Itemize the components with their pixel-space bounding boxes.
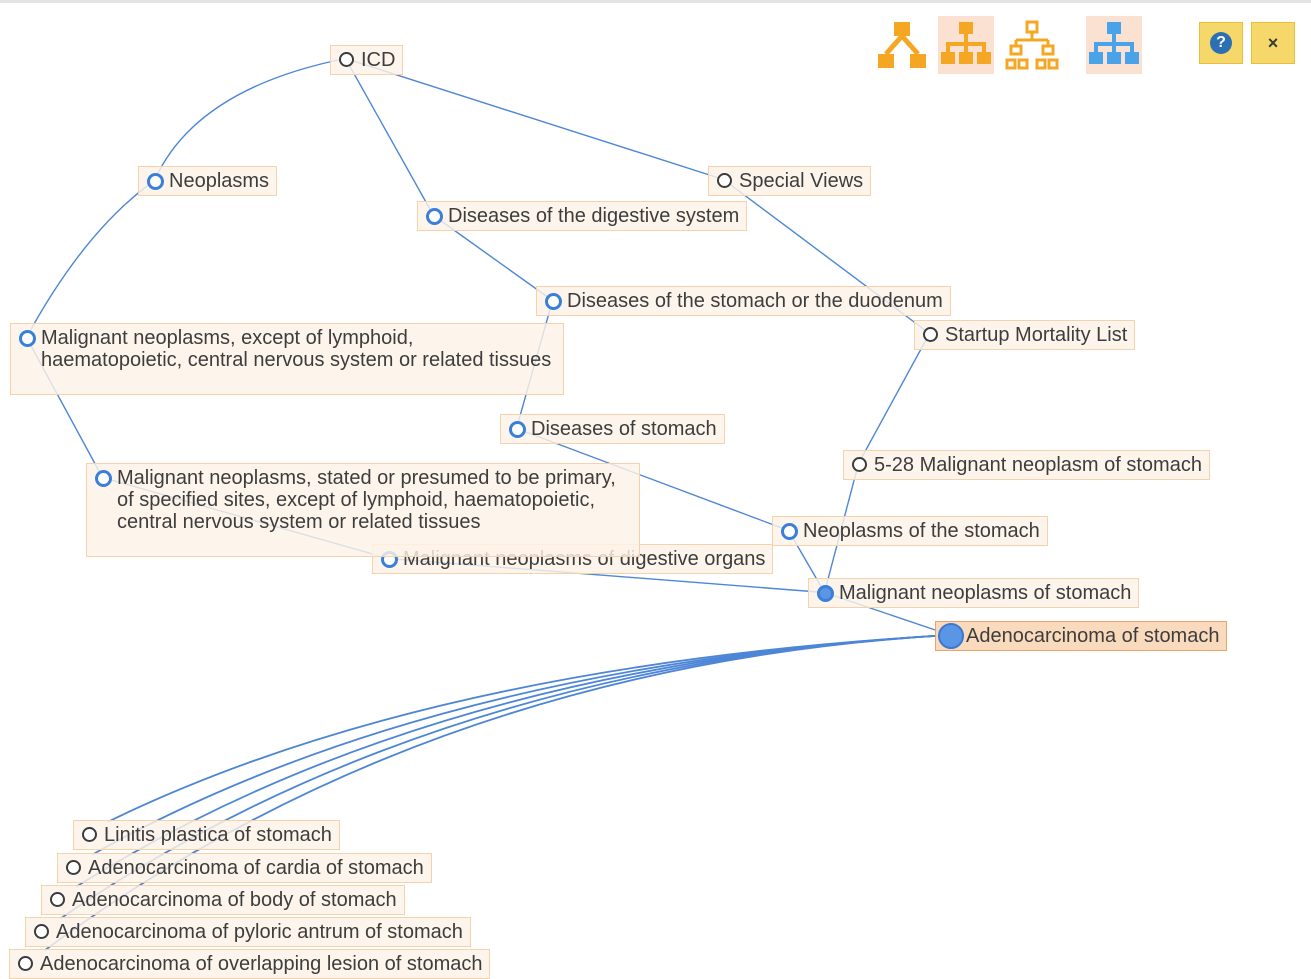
node-marker-icon (34, 924, 49, 939)
node-marker-icon (19, 330, 36, 347)
node-diseases-digestive-system[interactable]: Diseases of the digestive system (417, 201, 748, 231)
node-marker-icon (95, 470, 112, 487)
node-label: Adenocarcinoma of cardia of stomach (88, 857, 424, 879)
node-special-views[interactable]: Special Views (708, 166, 872, 196)
node-marker-icon (426, 208, 443, 225)
edge-diseases_of_stomach-neoplasms_of_stomach (516, 427, 789, 532)
edge-adenocarcinoma_stomach-linitis_plastica (108, 634, 951, 823)
node-malignant-specified-sites[interactable]: Malignant neoplasms, stated or presumed … (86, 463, 640, 557)
tree-layout-icon (878, 22, 926, 68)
radial-layout-icon (1089, 22, 1139, 64)
node-marker-icon (66, 860, 81, 875)
node-neoplasms-of-the-stomach[interactable]: Neoplasms of the stomach (772, 516, 1048, 546)
node-diseases-of-stomach[interactable]: Diseases of stomach (500, 414, 725, 444)
node-label: Adenocarcinoma of stomach (966, 625, 1220, 647)
node-adenocarcinoma-of-stomach[interactable]: Adenocarcinoma of stomach (935, 621, 1228, 651)
node-marker-icon (817, 585, 834, 602)
node-label: Malignant neoplasms, stated or presumed … (117, 467, 616, 533)
node-startup-mortality-list[interactable]: Startup Mortality List (914, 320, 1136, 350)
node-marker-icon (923, 327, 938, 342)
node-adenocarcinoma-pyloric-antrum[interactable]: Adenocarcinoma of pyloric antrum of stom… (25, 917, 471, 947)
help-button[interactable]: ? (1199, 22, 1243, 64)
node-linitis-plastica[interactable]: Linitis plastica of stomach (73, 820, 340, 850)
node-label: Diseases of stomach (531, 418, 717, 440)
hierarchy-layout-button[interactable] (1004, 16, 1060, 74)
node-icd[interactable]: ICD (330, 45, 404, 75)
node-label: Diseases of the digestive system (448, 205, 740, 227)
node-adenocarcinoma-overlapping-lesion[interactable]: Adenocarcinoma of overlapping lesion of … (9, 949, 491, 979)
node-marker-icon (82, 827, 97, 842)
selected-node-marker-icon (938, 623, 964, 649)
node-neoplasms[interactable]: Neoplasms (138, 166, 278, 196)
node-label: Diseases of the stomach or the duodenum (567, 290, 943, 312)
edge-icd-neoplasms (153, 57, 346, 181)
node-label: ICD (361, 49, 396, 71)
node-label: Adenocarcinoma of overlapping lesion of … (40, 953, 483, 975)
node-label: Startup Mortality List (945, 324, 1128, 346)
node-label: Special Views (739, 170, 864, 192)
node-label: Neoplasms (169, 170, 270, 192)
hierarchy-layout-icon (1005, 20, 1059, 70)
radial-layout-button[interactable] (1086, 16, 1142, 74)
node-malignant-neoplasms-of-stomach[interactable]: Malignant neoplasms of stomach (808, 578, 1140, 608)
edge-neoplasms-malignant_except_lymphoid (25, 179, 155, 338)
node-marker-icon (509, 421, 526, 438)
node-label: 5-28 Malignant neoplasm of stomach (874, 454, 1202, 476)
node-diseases-stomach-duodenum[interactable]: Diseases of the stomach or the duodenum (536, 286, 951, 316)
node-label: Adenocarcinoma of pyloric antrum of stom… (56, 921, 463, 943)
node-marker-icon (147, 173, 164, 190)
node-5-28-malignant-neoplasm-stomach[interactable]: 5-28 Malignant neoplasm of stomach (843, 450, 1210, 480)
node-label: Linitis plastica of stomach (104, 824, 332, 846)
node-marker-icon (852, 457, 867, 472)
edge-icd-special_views (345, 57, 724, 181)
node-marker-icon (781, 523, 798, 540)
help-icon: ? (1210, 32, 1232, 54)
node-marker-icon (339, 52, 354, 67)
node-label: Adenocarcinoma of body of stomach (72, 889, 397, 911)
org-layout-button[interactable] (938, 16, 994, 74)
node-marker-icon (18, 956, 33, 971)
node-label: Malignant neoplasms of stomach (839, 582, 1132, 604)
node-label: Neoplasms of the stomach (803, 520, 1040, 542)
node-adenocarcinoma-cardia[interactable]: Adenocarcinoma of cardia of stomach (57, 853, 432, 883)
tree-layout-button[interactable] (874, 16, 930, 74)
node-malignant-except-lymphoid[interactable]: Malignant neoplasms, except of lymphoid,… (10, 323, 564, 395)
edge-icd-digestive_system (344, 58, 435, 216)
node-adenocarcinoma-body[interactable]: Adenocarcinoma of body of stomach (41, 885, 405, 915)
close-button[interactable]: × (1251, 22, 1295, 64)
edge-startup_mortality-mortality_5_28 (857, 333, 931, 464)
node-marker-icon (50, 892, 65, 907)
node-marker-icon (545, 293, 562, 310)
close-icon: × (1267, 32, 1279, 53)
node-label: Malignant neoplasms, except of lymphoid,… (41, 327, 552, 371)
org-layout-icon (941, 22, 991, 64)
top-border (0, 0, 1311, 3)
node-marker-icon (717, 173, 732, 188)
